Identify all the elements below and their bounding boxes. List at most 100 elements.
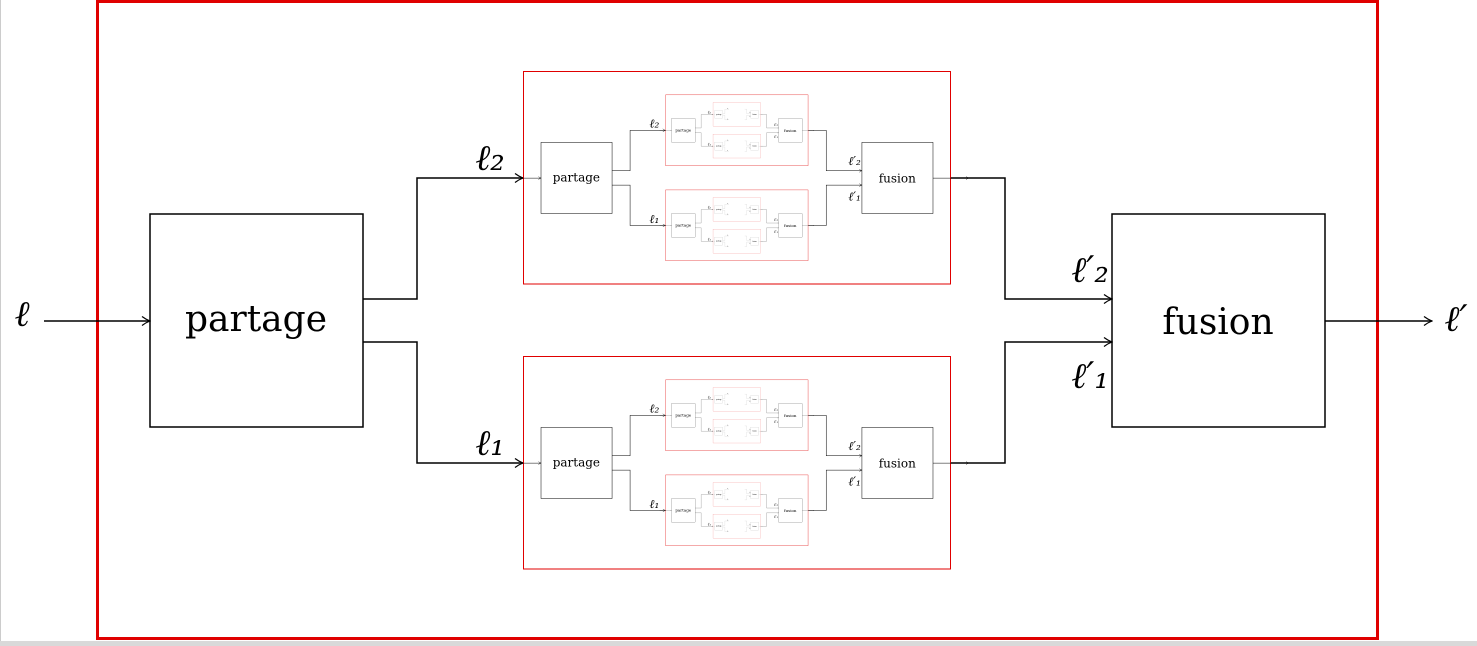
nested-branch-top-out: ℓ′₂ [848,154,861,168]
wire-merge-bottom [744,210,751,215]
nested-branch-bottom-in: ℓ₁ [727,245,729,247]
nested-branch-top-in: ℓ₂ [708,205,712,210]
wire-merge-top [808,415,862,455]
nested-branch-bottom-in: ℓ₁ [727,499,729,501]
nested-partage-label: partage [675,223,691,228]
nested-fusion-label: fusion [753,114,757,116]
nested-branch-top-out: ℓ′₂ [749,239,751,241]
partage-block [714,142,723,151]
nested-branch-top-out: ℓ′₂ [774,407,779,412]
nested-branch-top-in: ℓ₂ [708,490,712,495]
wire-merge-top [760,209,779,223]
red-frame [523,71,951,285]
nested-branch-top-out: ℓ′₂ [749,429,751,431]
nested-branch-bottom-in: ℓ₁ [708,236,712,241]
level-0: partage fusion ℓ₂ ℓ₁ ℓ′₂ ℓ′₁ partage fusion ℓ₂ ℓ₁… [44,0,1432,640]
nested-fusion-label: fusion [753,146,757,148]
nested-branch-bottom-out: ℓ′₁ [749,496,751,498]
wire-merge-top [760,399,779,412]
wire-merge-top [744,204,751,208]
red-frame [712,482,761,507]
nested-branch-top-in: ℓ₂ [727,488,729,490]
nested-branch-bottom-out: ℓ′₁ [774,514,779,519]
wire-merge-top [744,425,751,430]
wire-split-bottom [722,400,729,404]
nested-branch-top-in: ℓ₂ [727,108,729,110]
wire-merge-bottom [760,228,779,242]
nested-bottom: partage fusion ℓ₂ ℓ₁ ℓ′₂ ℓ′₁ partage fusion ℓ₂ ℓ₁… [505,356,969,570]
wire-merge-top [951,177,1112,299]
wire-merge-bottom [744,432,751,437]
nested-fusion-label: fusion [753,494,757,496]
red-frame [665,474,809,546]
wire-split-bottom [612,184,665,225]
wire-merge-top [744,235,751,240]
wire-split-top [722,489,729,494]
wire-split-top [695,399,713,414]
wire-split-bottom [695,417,713,431]
red-frame [712,197,761,222]
nested-fusion-label: fusion [753,526,757,528]
nested-partage-label: partage [675,413,691,418]
fusion-block [750,395,759,404]
nested-branch-bottom-in: ℓ₁ [727,118,729,120]
nested-fusion-label: fusion [784,508,797,513]
partage-block [714,490,723,499]
fusion-block [861,142,934,214]
fusion-block [750,142,759,151]
nested-branch-bottom-in: ℓ₁ [708,141,712,146]
fusion-block [750,427,759,436]
nested-branch-bottom-out: ℓ′₁ [749,116,751,118]
partage-block [149,213,364,428]
red-frame [712,102,761,127]
nested-fusion-label: fusion [753,209,757,211]
nested-branch-bottom-out: ℓ′₁ [774,419,779,424]
nested-branch-bottom-in: ℓ₁ [650,497,660,511]
wire-split-bottom [722,146,729,151]
wire-split-top [695,114,713,129]
nested-branch-bottom-in: ℓ₁ [727,150,729,152]
wire-merge-bottom [744,527,751,532]
nested-branch-top-in: ℓ₂ [727,520,729,522]
nested-branch-top-in: ℓ₂ [727,235,729,237]
wire-merge-top [744,489,751,493]
wire-merge-top [744,140,751,145]
nested-partage-label: partage [675,508,691,513]
nested-branch-bottom-in: ℓ₁ [727,214,729,216]
red-frame [665,94,809,166]
partage-block [714,522,723,531]
nested-branch-bottom-out: ℓ′₁ [848,474,861,488]
wire-merge-bottom [744,495,751,500]
nested-branch-top-out: ℓ′₂ [774,217,779,222]
red-frame [712,387,761,412]
nested-branch-top-out: ℓ′₂ [749,492,751,494]
partage-block [714,427,723,436]
wire-merge-top [760,494,779,508]
red-frame [96,0,1379,640]
wire-merge-bottom [760,513,779,527]
wire-split-top [722,109,729,114]
wire-merge-top [808,130,862,170]
wire-merge-bottom [744,242,751,247]
page-bottom-edge [0,641,1477,646]
nested-branch-bottom-in: ℓ₁ [708,521,712,526]
nested-branch-bottom-in: ℓ₁ [727,435,729,437]
partage-block [714,237,723,246]
nested-branch-bottom-in: ℓ₁ [727,530,729,532]
nested-branch-bottom-out: ℓ′₁ [749,433,751,435]
merge-block-label: fusion [1162,302,1273,343]
split-block-label: partage [185,299,327,340]
wire-split-bottom [695,132,713,146]
nested-branch-bottom-out: ℓ′₁ [749,243,751,245]
wire-split-bottom [722,210,729,214]
wire-split-top [722,204,729,209]
nested-branch-bottom-out: ℓ′₁ [848,189,861,203]
wire-merge-top [744,394,751,398]
nested-partage-label: partage [675,128,691,133]
partage-block [714,110,723,119]
wire-merge-top [760,114,779,127]
